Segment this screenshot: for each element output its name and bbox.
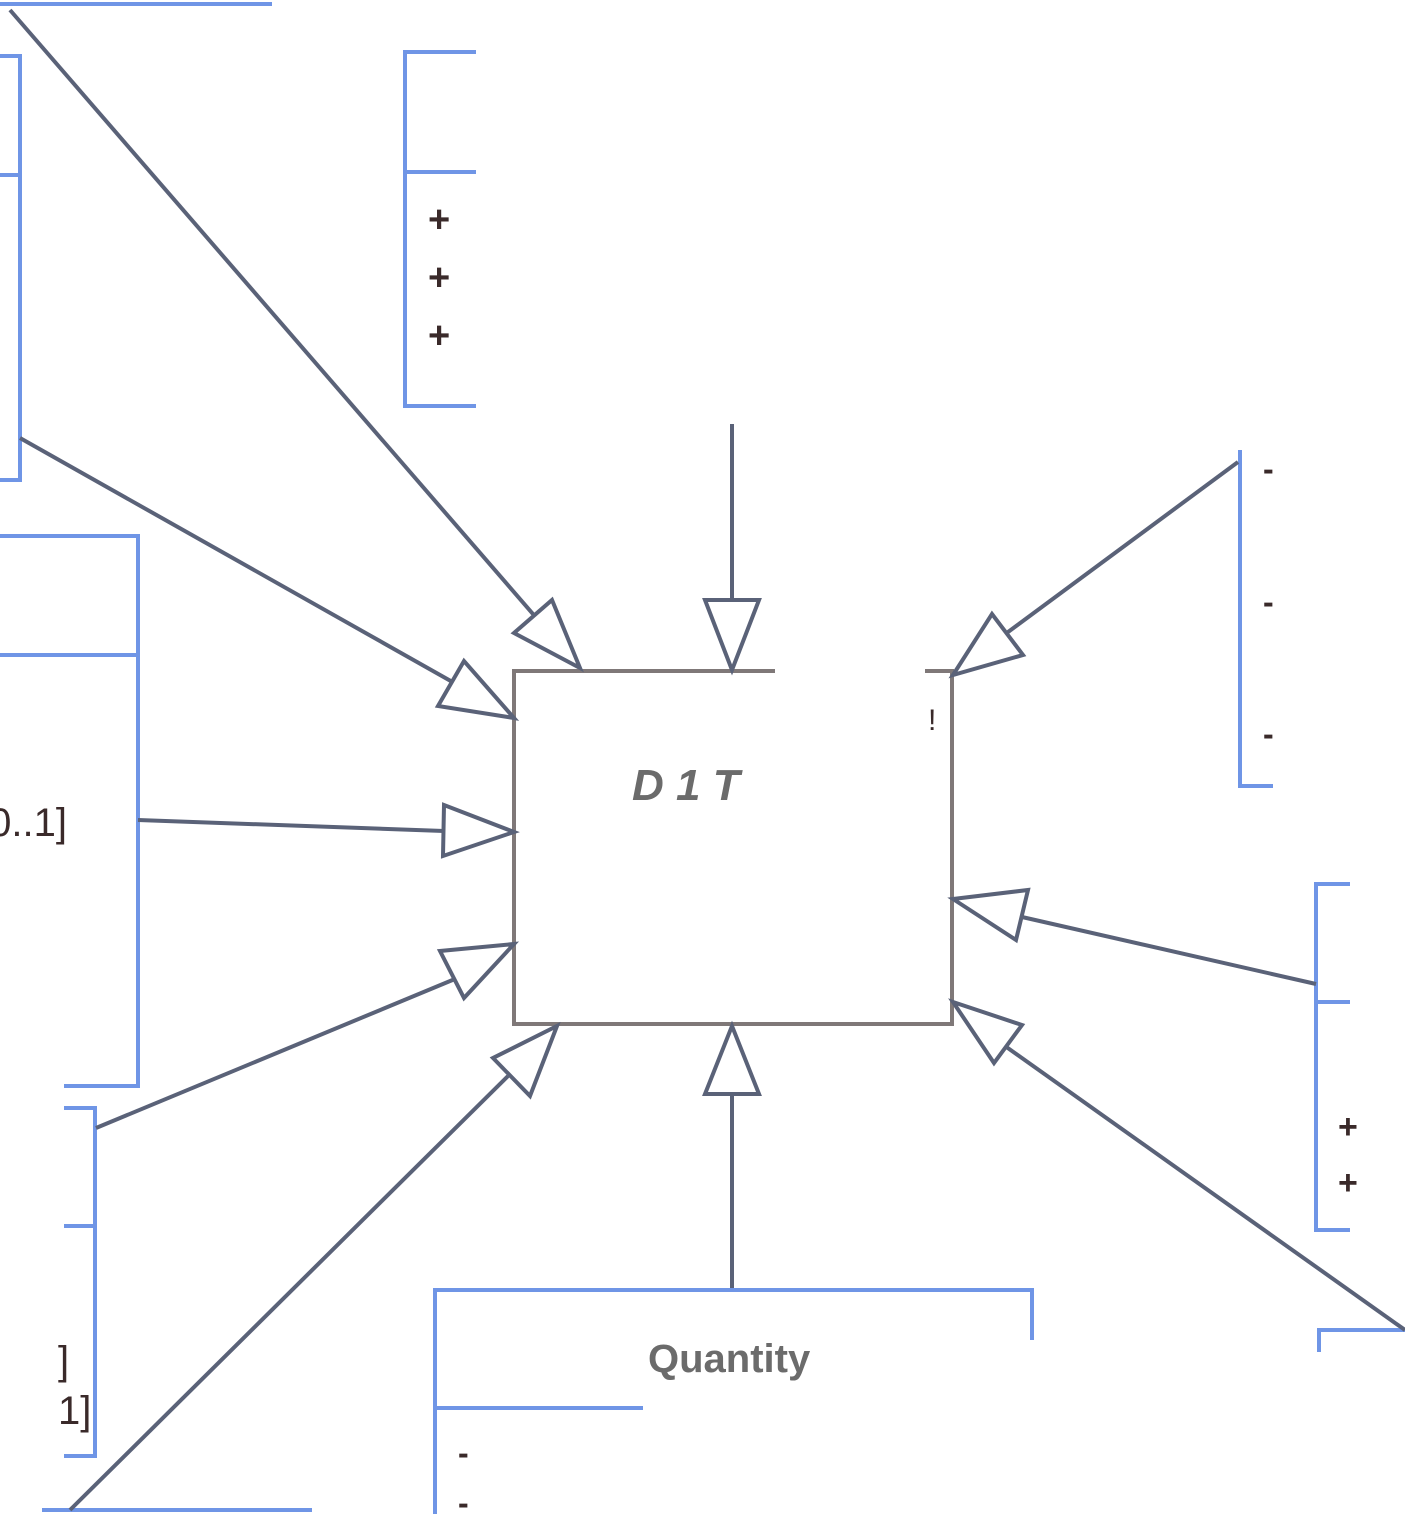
connector-bottom-right [1003,1044,1405,1332]
arrowhead-top-left-far [510,596,584,673]
right-lower-marker-2: + [1338,1164,1358,1202]
connector-right-upper [1002,460,1240,637]
right-upper-marker-1: - [1263,451,1274,487]
arrowhead-top [702,598,762,676]
arrowhead-bottom-left [489,1021,561,1100]
connector-top-left-far [8,8,554,638]
connector-top-left [19,436,473,695]
left-lower-multiplicity-b: 1] [58,1389,91,1433]
class-box-bottom[interactable] [433,1288,1034,1514]
left-middle-multiplicity: [0..1] [0,801,67,845]
class-box-bottom-right[interactable] [1317,1328,1405,1352]
top-class-marker-2: + [428,257,450,299]
arrowhead-top-left [434,657,520,721]
occluder-layer [570,664,1143,1514]
arrowhead-bottom-right [948,998,1026,1067]
connector-right-lower [1021,915,1317,986]
arrowhead-bottom [702,1020,762,1096]
top-class-marker-3: + [428,315,450,357]
right-lower-marker-1: + [1338,1108,1358,1146]
right-upper-marker-2: - [1263,584,1274,620]
left-lower-multiplicity-a: ] [58,1339,69,1383]
class-box-left-lower[interactable] [64,1106,97,1458]
bottom-class-attr-a: - [458,1435,469,1471]
class-box-top[interactable] [403,50,476,408]
class-box-right-lower[interactable] [1314,882,1350,1232]
arrowhead-left-lower [436,941,520,1002]
arrowhead-right-lower [947,887,1031,944]
class-box-top-left[interactable] [0,54,22,482]
top-class-marker-1: + [428,199,450,241]
connector-bottom-left [68,1074,510,1512]
connector-left-lower [95,972,468,1130]
connector-left-middle [137,818,445,833]
class-box-right-upper[interactable] [1238,450,1273,788]
arrowhead-left-middle [440,802,520,859]
bottom-class-attr-b: - [458,1485,469,1514]
center-class-corner-mark: ! [928,704,936,737]
class-box-left-middle[interactable] [0,534,140,1088]
right-upper-marker-3: - [1263,716,1274,752]
arrowhead-right-upper [948,610,1027,679]
bottom-class-name: Quantity [648,1337,811,1381]
